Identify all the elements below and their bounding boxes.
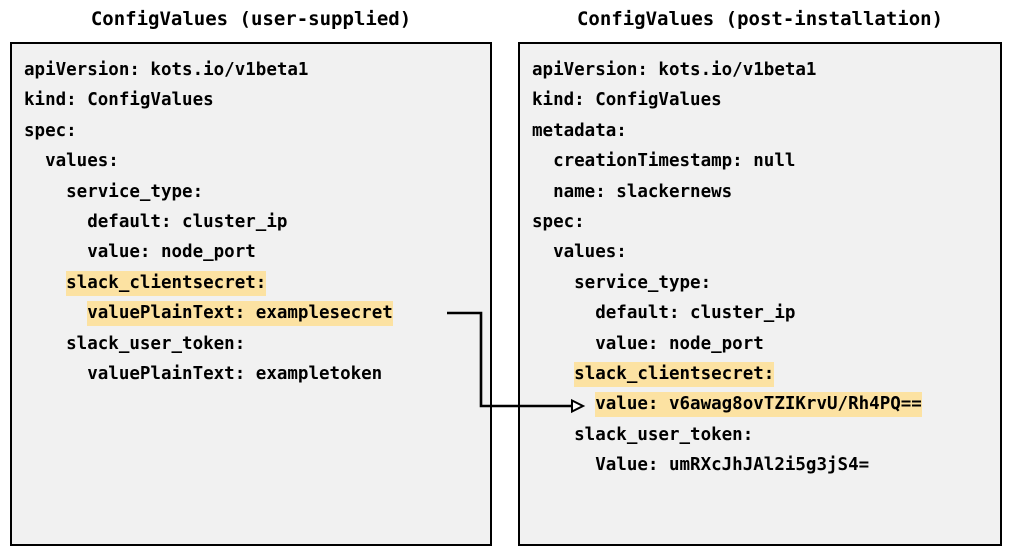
code-line: value: node_port — [532, 329, 1000, 359]
code-text-highlighted: valuePlainText: examplesecret — [87, 301, 393, 327]
code-line: default: cluster_ip — [532, 298, 1000, 328]
code-line: creationTimestamp: null — [532, 146, 1000, 176]
code-text: slack_user_token: — [24, 333, 246, 354]
code-indent — [532, 362, 574, 387]
code-text: valuePlainText: exampletoken — [24, 363, 383, 384]
code-line: slack_user_token: — [24, 329, 490, 359]
code-text: service_type: — [24, 181, 204, 202]
code-line: slack_clientsecret: — [24, 268, 490, 298]
code-line: spec: — [532, 207, 1000, 237]
code-line: metadata: — [532, 116, 1000, 146]
right-configvalues-box: apiVersion: kots.io/v1beta1 kind: ConfigV… — [518, 42, 1002, 546]
code-line: service_type: — [24, 177, 490, 207]
code-text: values: — [532, 242, 627, 263]
code-line: default: cluster_ip — [24, 207, 490, 237]
code-text: kind: ConfigValues — [532, 90, 722, 111]
code-text: spec: — [24, 120, 77, 141]
code-text: metadata: — [532, 120, 627, 141]
code-text: Value: umRXcJhJAl2i5g3jS4= — [532, 455, 870, 476]
code-line: kind: ConfigValues — [532, 85, 1000, 115]
code-text: apiVersion: kots.io/v1beta1 — [532, 60, 817, 80]
left-panel-title: ConfigValues (user-supplied) — [90, 8, 412, 30]
code-line: valuePlainText: examplesecret — [24, 298, 490, 328]
code-line: values: — [24, 146, 490, 176]
code-line: valuePlainText: exampletoken — [24, 359, 490, 389]
code-line: service_type: — [532, 268, 1000, 298]
code-text: name: slackernews — [532, 181, 733, 202]
code-text: kind: ConfigValues — [24, 90, 214, 111]
code-text: apiVersion: kots.io/v1beta1 — [24, 60, 309, 80]
code-line: value: v6awag8ovTZIKrvU/Rh4PQ== — [532, 389, 1000, 419]
code-text: service_type: — [532, 272, 712, 293]
code-line: slack_clientsecret: — [532, 359, 1000, 389]
code-line: slack_user_token: — [532, 420, 1000, 450]
left-configvalues-box: apiVersion: kots.io/v1beta1 kind: ConfigV… — [10, 42, 492, 546]
left-code-block: apiVersion: kots.io/v1beta1 kind: ConfigV… — [24, 55, 490, 389]
code-line: apiVersion: kots.io/v1beta1 — [24, 55, 490, 85]
code-text: value: node_port — [532, 333, 764, 354]
code-text: default: cluster_ip — [24, 211, 288, 232]
right-panel-title: ConfigValues (post-installation) — [576, 8, 944, 30]
code-line: values: — [532, 237, 1000, 267]
code-line: value: node_port — [24, 237, 490, 267]
right-code-block: apiVersion: kots.io/v1beta1 kind: ConfigV… — [532, 55, 1000, 480]
code-indent — [24, 271, 66, 296]
code-indent — [532, 392, 595, 417]
code-line: apiVersion: kots.io/v1beta1 — [532, 55, 1000, 85]
code-line: spec: — [24, 116, 490, 146]
code-text: creationTimestamp: null — [532, 151, 796, 172]
code-text: slack_user_token: — [532, 424, 754, 445]
code-line: kind: ConfigValues — [24, 85, 490, 115]
code-line: Value: umRXcJhJAl2i5g3jS4= — [532, 450, 1000, 480]
code-text: spec: — [532, 211, 585, 232]
code-text-highlighted: value: v6awag8ovTZIKrvU/Rh4PQ== — [595, 392, 922, 418]
code-text: value: node_port — [24, 242, 256, 263]
code-indent — [24, 301, 87, 326]
code-text: values: — [24, 151, 119, 172]
code-text-highlighted: slack_clientsecret: — [574, 361, 775, 387]
code-text: default: cluster_ip — [532, 303, 796, 324]
code-text-highlighted: slack_clientsecret: — [66, 270, 267, 296]
code-line: name: slackernews — [532, 177, 1000, 207]
